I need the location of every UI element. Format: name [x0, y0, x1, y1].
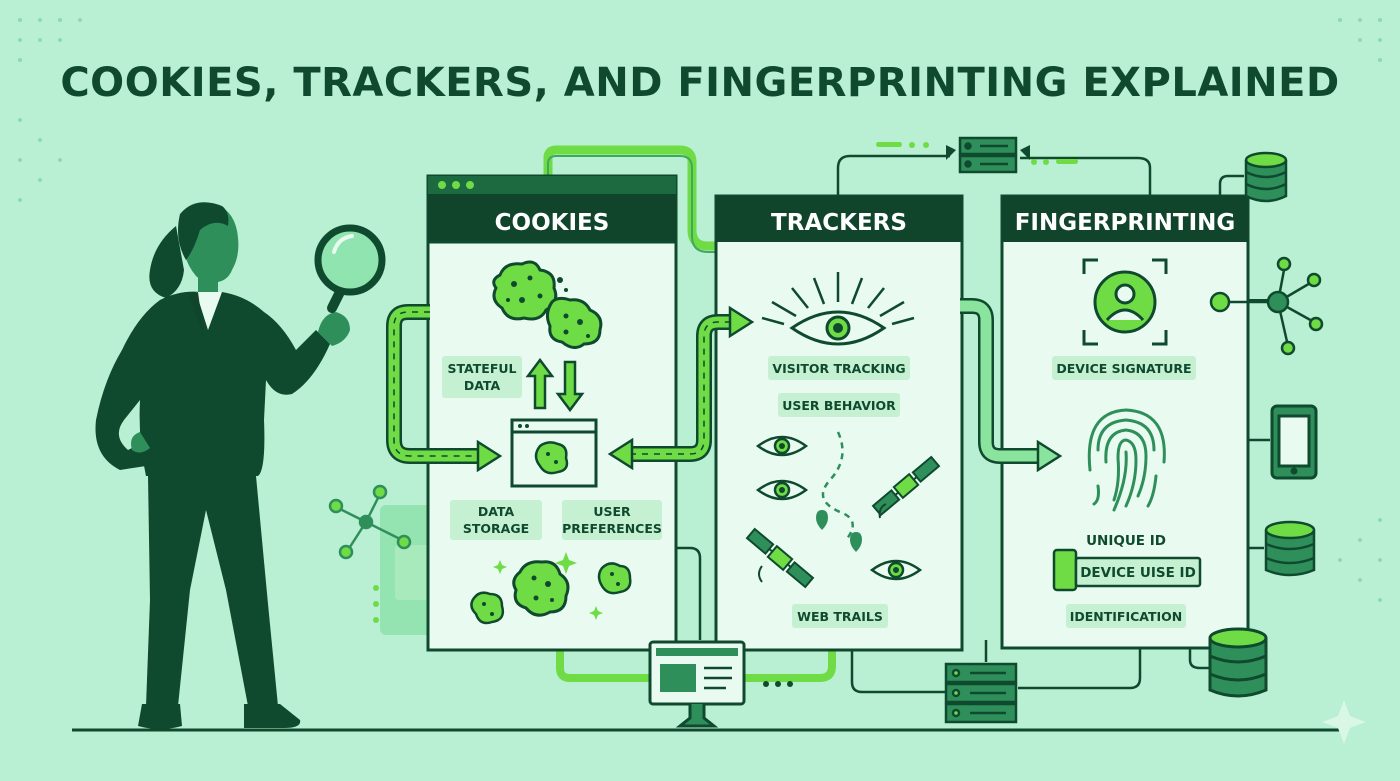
server-icon [944, 662, 1018, 724]
flow-arrows [386, 298, 1063, 473]
dot-texture-top-left [18, 18, 82, 202]
fingerprint-icon [1087, 408, 1166, 512]
magnifier-icon [314, 224, 386, 313]
identification-label: IDENTIFICATION [1070, 609, 1183, 624]
label-bg [562, 500, 662, 540]
network-node-icon [1209, 256, 1324, 356]
label-bg [450, 500, 542, 540]
device-signature-label: DEVICE SIGNATURE [1056, 361, 1191, 376]
cookie-icon [492, 260, 603, 349]
page-title: COOKIES, TRACKERS, AND FINGERPRINTING EX… [60, 60, 1340, 106]
user-behavior-label: USER BEHAVIOR [782, 398, 896, 413]
stateful-data-label-line1: STATEFUL [448, 361, 517, 376]
smartphone-icon [1270, 404, 1318, 480]
monitor-icon [648, 640, 793, 728]
person-scan-icon [1082, 258, 1168, 346]
user-preferences-label-line2: PREFERENCES [562, 521, 662, 536]
database-icon [1244, 151, 1288, 203]
database-icon [1208, 627, 1268, 698]
visitor-tracking-label: VISITOR TRACKING [772, 361, 905, 376]
label-bg [778, 393, 900, 417]
dotted-path [821, 431, 854, 541]
dots-accent [373, 585, 379, 623]
network-node-icon [328, 484, 412, 560]
fingerprinting-heading: FINGERPRINTING [1015, 210, 1236, 236]
cookie-icon [470, 560, 632, 625]
database-icon [1264, 520, 1316, 577]
label-bg [442, 356, 522, 398]
device-use-id-label: DEVICE UISE ID [1080, 565, 1196, 581]
label-bg [1052, 356, 1196, 380]
label-bg [1066, 604, 1186, 628]
map-pin-icon [816, 510, 862, 552]
data-storage-label-line1: DATA [478, 504, 515, 519]
label-bg [792, 604, 888, 628]
trackers-panel [714, 194, 964, 652]
browser-window-icon [510, 418, 598, 488]
cookies-panel [426, 174, 678, 652]
stateful-data-label-line2: DATA [464, 378, 501, 393]
trackers-heading: TRACKERS [771, 210, 907, 236]
sparkle-icon [1322, 700, 1366, 744]
unique-id-label: UNIQUE ID [1086, 533, 1166, 549]
server-icon [958, 136, 1018, 174]
sparkle-icon [493, 552, 603, 620]
user-preferences-label-line1: USER [593, 504, 631, 519]
cookies-heading: COOKIES [495, 210, 610, 236]
sync-arrows-icon [525, 357, 585, 413]
id-card-icon [1052, 548, 1202, 592]
dot-texture-top-right [1338, 18, 1382, 602]
satellite-icon [745, 455, 941, 589]
label-bg [768, 356, 910, 380]
window-dot-icon [438, 181, 446, 189]
data-storage-label-line2: STORAGE [463, 521, 529, 536]
person-silhouette [95, 202, 350, 729]
eye-icon [789, 310, 887, 346]
eye-icon [755, 435, 923, 581]
decor-block-inner [395, 545, 435, 600]
web-trails-label: WEB TRAILS [797, 609, 883, 624]
dash-accents [876, 142, 1078, 165]
eye-rays [761, 272, 915, 326]
